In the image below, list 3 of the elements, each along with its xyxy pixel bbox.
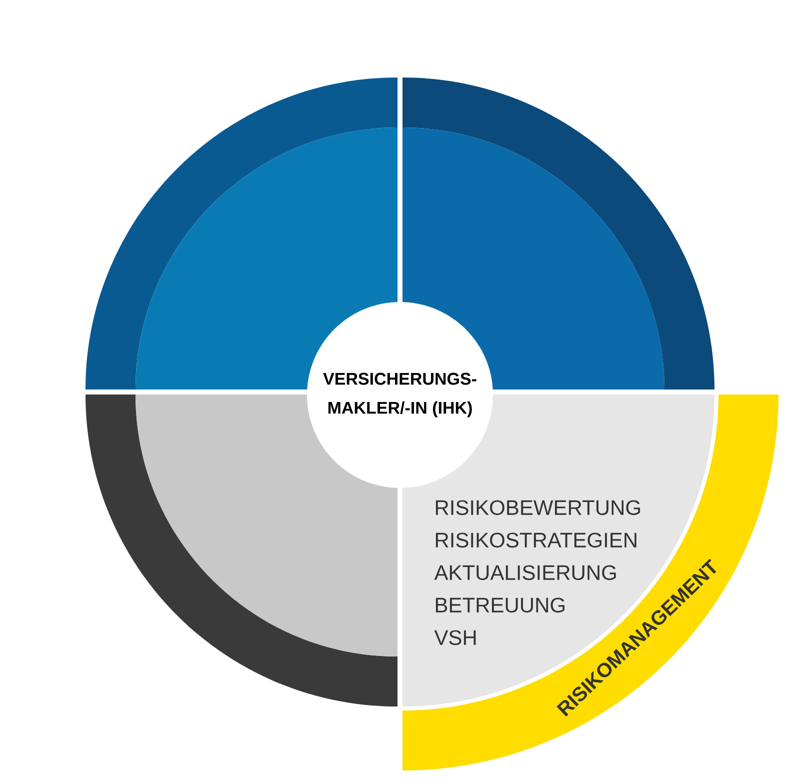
- list-item: RISIKOBEWERTUNG: [436, 500, 640, 516]
- list-item: VSH: [434, 630, 476, 646]
- list-item: RISIKOSTRATEGIEN: [436, 532, 636, 548]
